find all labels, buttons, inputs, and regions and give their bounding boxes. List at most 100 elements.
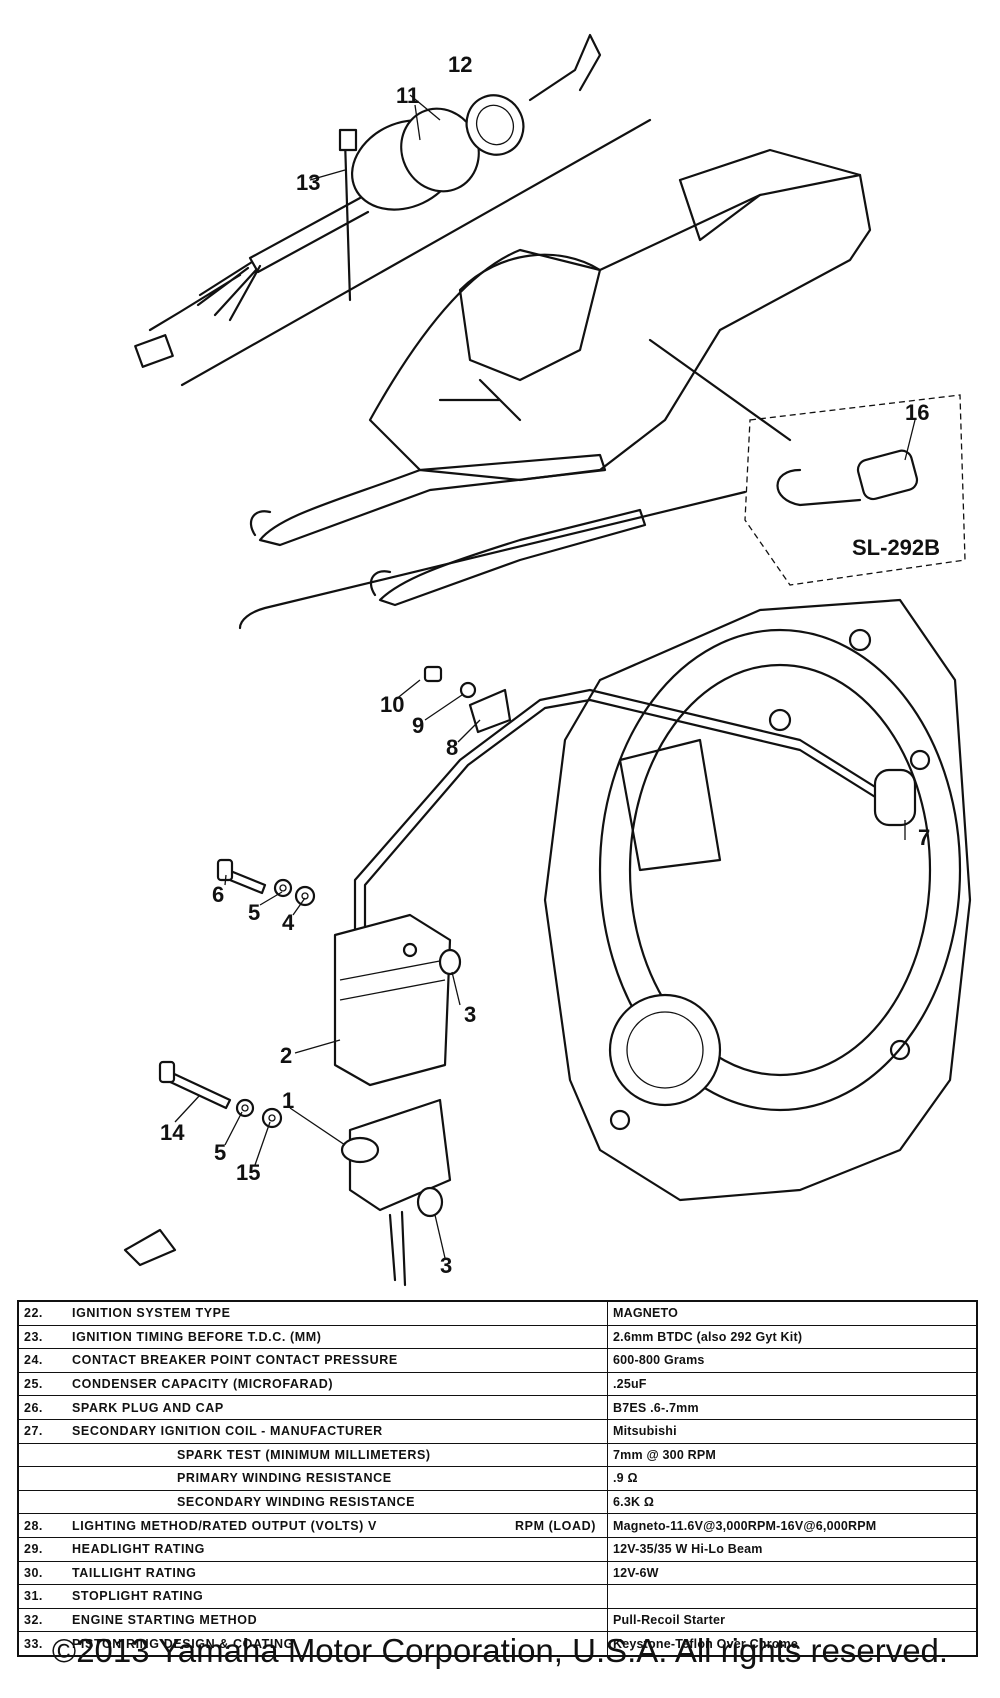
spec-label-text: Secondary winding resistance xyxy=(177,1495,416,1510)
spec-label-text: Spark plug and cap xyxy=(72,1400,224,1415)
spark-plug-cap xyxy=(873,768,917,827)
spec-number: 32. xyxy=(17,1607,67,1633)
spec-label-text: Engine starting method xyxy=(72,1613,258,1628)
spec-value: 600-800 Grams xyxy=(607,1348,978,1373)
spec-row: Secondary winding resistance 6.3K Ω xyxy=(17,1489,978,1515)
spec-number: 27. xyxy=(17,1418,67,1444)
spec-label: Engine starting method xyxy=(67,1607,608,1633)
spec-label: Primary winding resistance xyxy=(67,1466,608,1491)
spec-number xyxy=(17,1466,67,1491)
spec-value: Pull-Recoil Starter xyxy=(607,1607,978,1633)
spec-row: 31. Stoplight rating xyxy=(17,1584,978,1609)
spec-row: 23.Ignition timing before T.D.C. (mm)2.6… xyxy=(17,1324,978,1350)
spec-number: 31. xyxy=(17,1584,67,1609)
spec-label-text: Taillight rating xyxy=(72,1565,197,1580)
callout-5b: 5 xyxy=(214,1140,226,1165)
copyright-notice: ©2013 Yamaha Motor Corporation, U.S.A. A… xyxy=(51,1632,949,1669)
callout-9: 9 xyxy=(412,713,424,738)
spec-label-extra: RPM (load) xyxy=(515,1518,596,1533)
spec-label-text: Stoplight rating xyxy=(72,1589,204,1604)
spec-label: Contact breaker point contact pressure xyxy=(67,1348,608,1373)
spec-row: 29. Headlight rating 12V-35/35 W Hi-Lo Bea… xyxy=(17,1536,978,1562)
spec-row: 27. Secondary ignition coil - manufacture… xyxy=(17,1418,978,1444)
spec-label: Ignition system type xyxy=(67,1300,608,1326)
spec-value: 6.3K Ω xyxy=(607,1489,978,1515)
leader-lines xyxy=(174,94,916,1259)
spec-label-text: Piston ring design & coating xyxy=(72,1636,294,1651)
callout-14: 14 xyxy=(160,1120,185,1145)
spec-label: Piston ring design & coating xyxy=(67,1631,608,1657)
callout-15: 15 xyxy=(236,1160,260,1185)
spec-label: Lighting method/rated output (volts) V RP… xyxy=(67,1513,608,1538)
spec-number: 25. xyxy=(17,1371,67,1397)
hardware xyxy=(123,665,512,1267)
spec-label-text: Secondary ignition coil - manufacturer xyxy=(72,1424,383,1439)
specification-table: 22.Ignition system typeMAGNETO23.Ignitio… xyxy=(17,1300,978,1657)
spec-value: 7mm @ 300 RPM xyxy=(607,1442,978,1468)
callout-1: 1 xyxy=(282,1088,294,1113)
condenser-unit xyxy=(340,1098,452,1287)
spec-row: 22.Ignition system typeMAGNETO xyxy=(17,1300,978,1326)
spec-value: Keystone-Teflon Over Chrome xyxy=(607,1631,978,1657)
spec-number: 23. xyxy=(17,1324,67,1350)
kit-inset xyxy=(648,338,966,586)
spec-value: .9 Ω xyxy=(607,1466,978,1491)
spec-value: Magneto-11.6V@3,000RPM-16V@6,000RPM xyxy=(607,1513,978,1538)
callout-5a: 5 xyxy=(248,900,260,925)
spec-number: 26. xyxy=(17,1395,67,1420)
spec-label: Secondary ignition coil - manufacturer xyxy=(67,1418,608,1444)
callout-8: 8 xyxy=(446,735,458,760)
spec-row: 33. Piston ring design & coating Keystone-… xyxy=(17,1631,978,1657)
spec-number: 29. xyxy=(17,1536,67,1562)
callout-11: 11 xyxy=(396,83,419,108)
crankcase-housing xyxy=(543,598,972,1202)
spec-row: 24. Contact breaker point contact pressur… xyxy=(17,1348,978,1373)
spec-label-text: Spark test (minimum millimeters) xyxy=(177,1447,431,1462)
headlight-assembly xyxy=(134,33,602,368)
divider-line-middle xyxy=(238,490,747,630)
spec-label: Headlight rating xyxy=(67,1536,608,1562)
spec-number: 33. xyxy=(17,1631,67,1657)
spec-row: 25. Condenser capacity (microfarad) .25uF xyxy=(17,1371,978,1397)
ignition-coil xyxy=(333,913,452,1087)
spec-value: B7ES .6-.7mm xyxy=(607,1395,978,1420)
callout-3b: 3 xyxy=(440,1253,452,1278)
spec-label: Secondary winding resistance xyxy=(67,1489,608,1515)
spec-label: Taillight rating xyxy=(67,1560,608,1586)
callout-13: 13 xyxy=(296,170,320,195)
spec-label: Condenser capacity (microfarad) xyxy=(67,1371,608,1397)
spec-label: Ignition timing before T.D.C. (mm) xyxy=(67,1324,608,1350)
spec-row: 28.Lighting method/rated output (volts) … xyxy=(17,1513,978,1538)
spec-row: 32. Engine starting method Pull-Recoil Sta… xyxy=(17,1607,978,1633)
callout-2: 2 xyxy=(280,1043,292,1068)
spec-number: 28. xyxy=(17,1513,67,1538)
spec-label-text: Headlight rating xyxy=(72,1542,205,1557)
spec-row: 26. Spark plug and cap B7ES .6-.7mm xyxy=(17,1395,978,1420)
ignition-parts-diagram: 11 12 13 16 10 9 8 7 6 5 4 3 2 1 14 5 15… xyxy=(123,33,972,1287)
snowmobile-illustration xyxy=(249,148,872,607)
spec-value: Mitsubishi xyxy=(607,1418,978,1444)
callout-6: 6 xyxy=(212,882,224,907)
divider-line-top xyxy=(180,118,652,387)
spec-label-text: Lighting method/rated output (volts) V xyxy=(72,1518,377,1533)
spec-label-text: Ignition system type xyxy=(72,1306,231,1321)
spec-value: .25uF xyxy=(607,1371,978,1397)
callout-7: 7 xyxy=(918,825,930,850)
kit-label: SL-292B xyxy=(852,535,940,560)
spec-number: 24. xyxy=(17,1348,67,1373)
spec-value: 12V-6W xyxy=(607,1560,978,1586)
callout-10: 10 xyxy=(380,692,404,717)
callout-3a: 3 xyxy=(464,1002,476,1027)
spec-row: Primary winding resistance.9 Ω xyxy=(17,1466,978,1491)
spec-number xyxy=(17,1442,67,1468)
spec-number: 22. xyxy=(17,1300,67,1326)
spec-label: Stoplight rating xyxy=(67,1584,608,1609)
spec-value: 12V-35/35 W Hi-Lo Beam xyxy=(607,1536,978,1562)
callout-12: 12 xyxy=(448,52,472,77)
callout-16: 16 xyxy=(905,400,929,425)
spec-label-text: Condenser capacity (microfarad) xyxy=(72,1377,334,1392)
spec-label-text: Ignition timing before T.D.C. (mm) xyxy=(72,1329,322,1344)
spec-row: 30. Taillight rating 12V-6W xyxy=(17,1560,978,1586)
spec-label-text: Contact breaker point contact pressure xyxy=(72,1353,398,1368)
spec-number: 30. xyxy=(17,1560,67,1586)
